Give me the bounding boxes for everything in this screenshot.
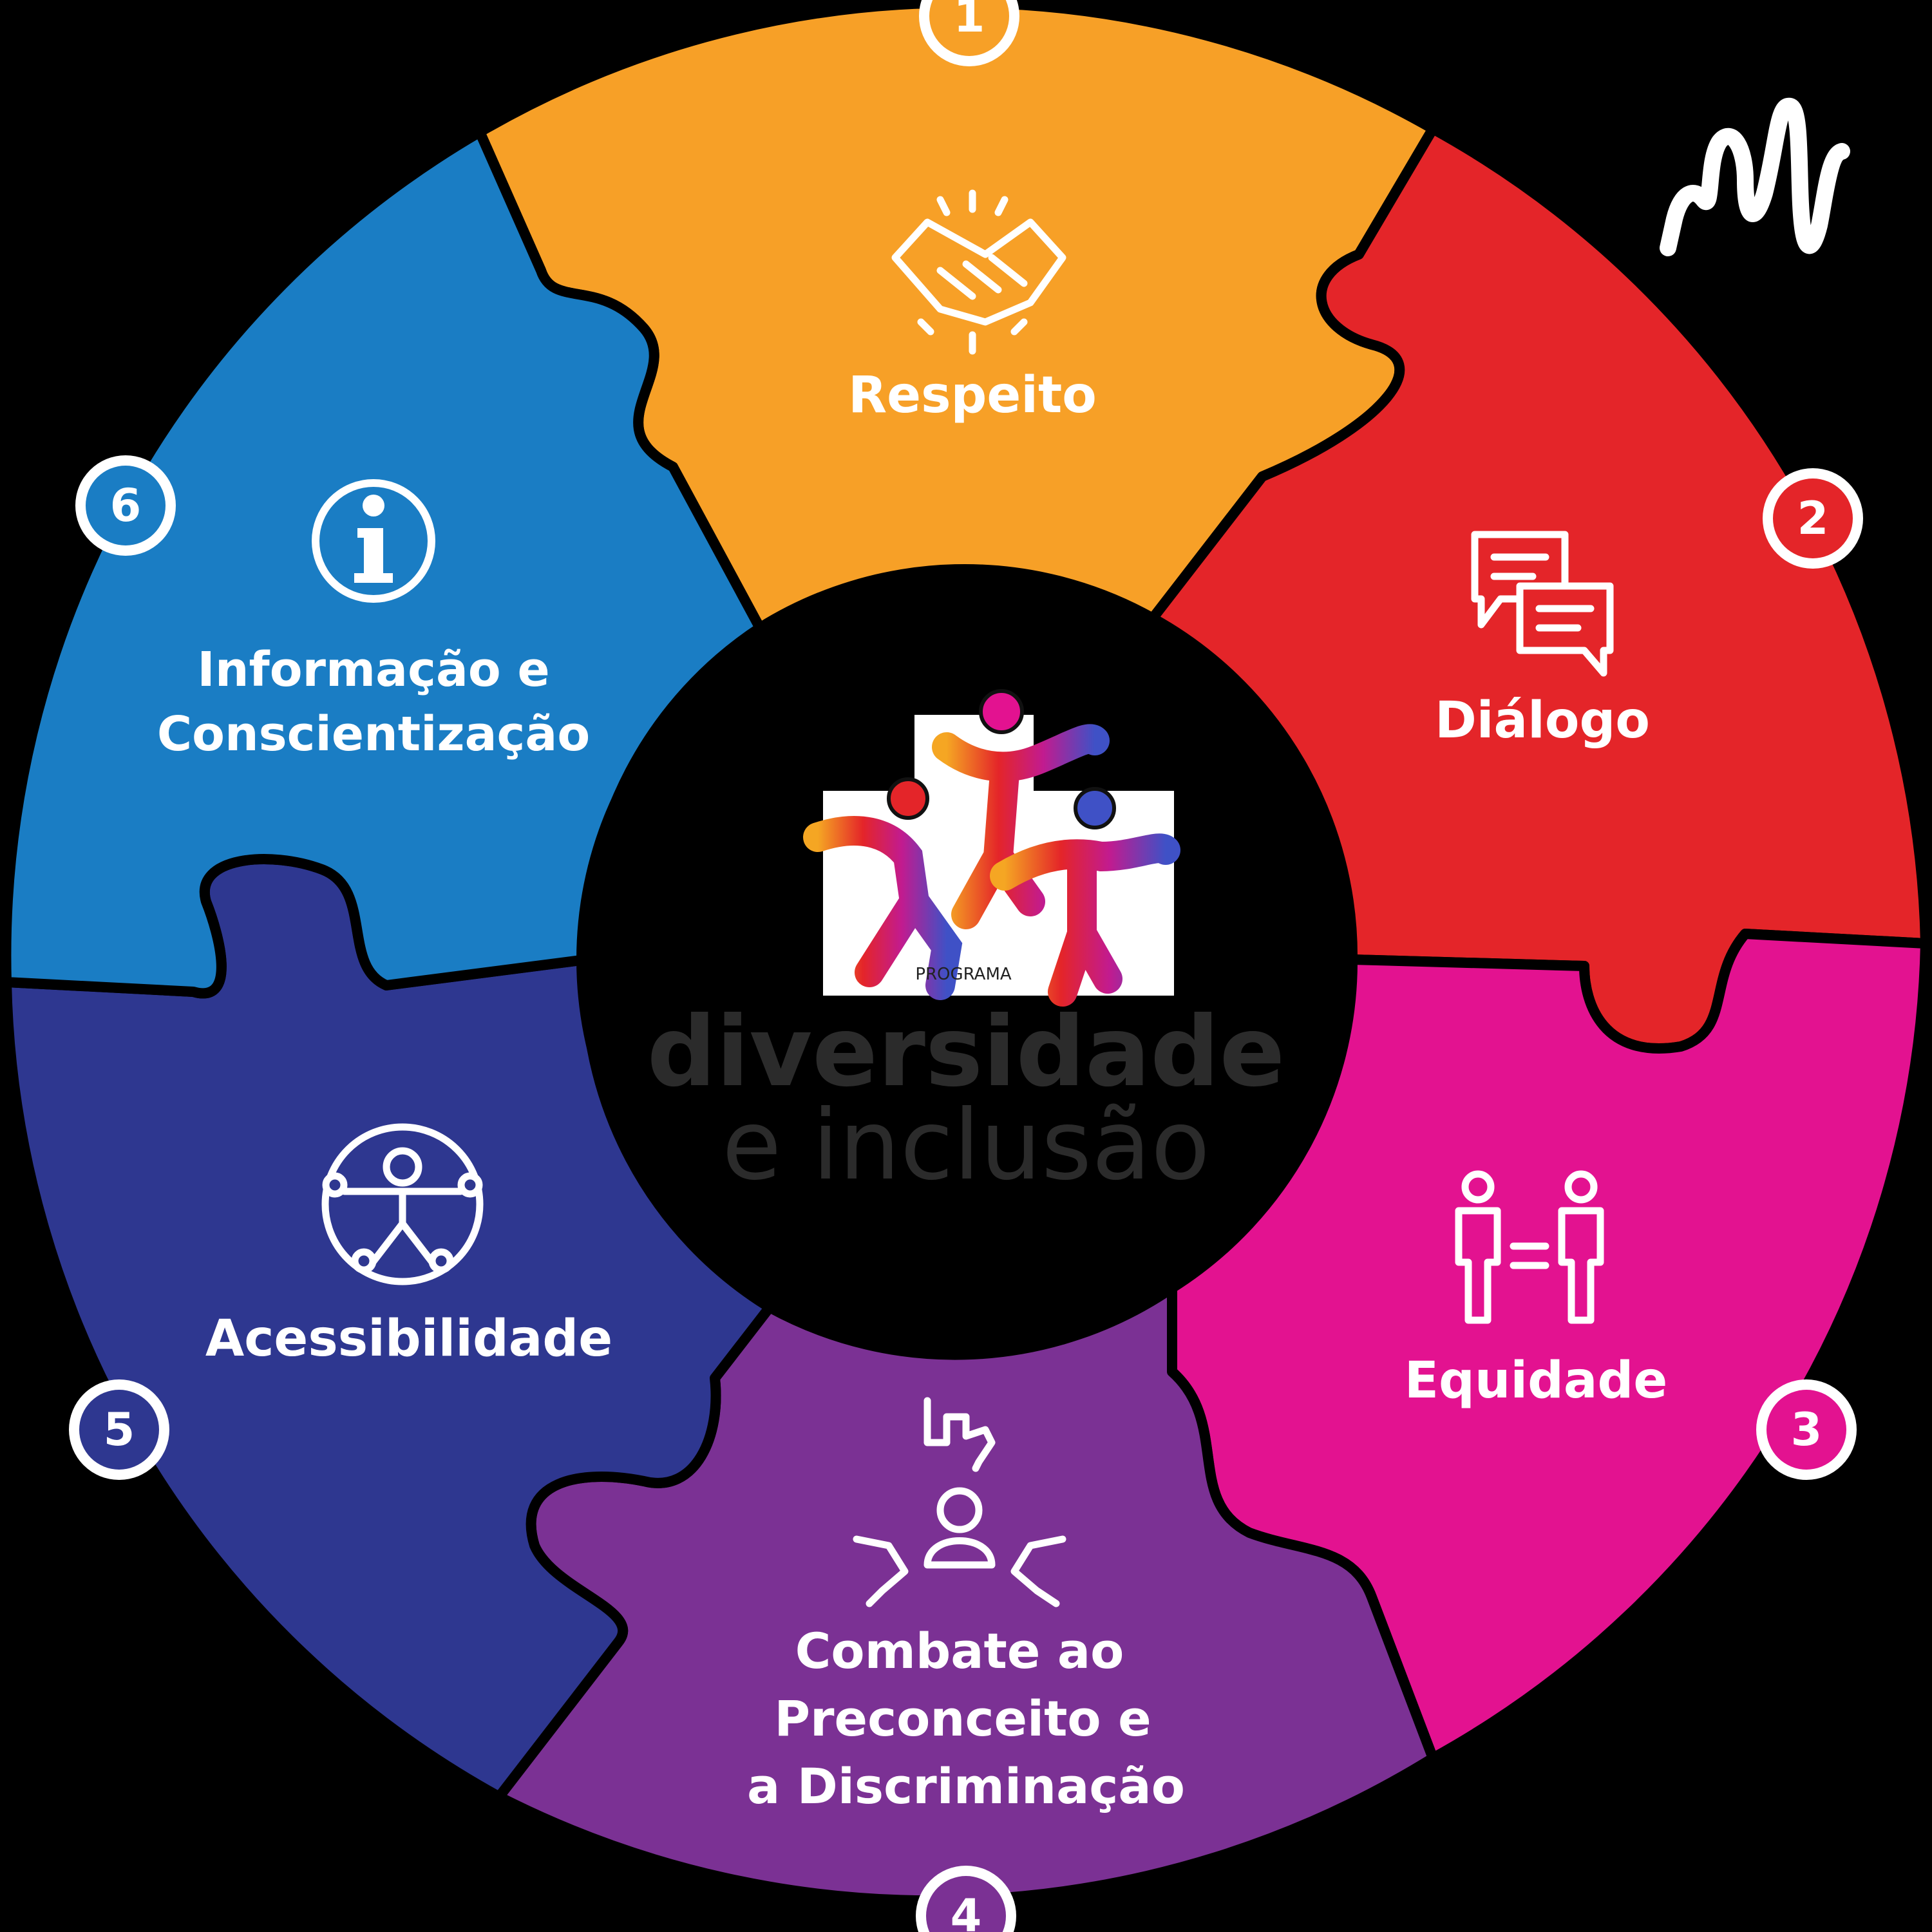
segment-informacao-content: Informação e Conscientização [157, 479, 590, 762]
podcast-waveform-icon [1660, 97, 1850, 256]
badge-1-number: 1 [954, 0, 985, 43]
badge-2: 2 [1763, 468, 1863, 569]
badge-5: 5 [69, 1379, 169, 1480]
segment-acessibilidade-label-0: Acessibilidade [205, 1310, 612, 1368]
segment-combate-label-0: Combate ao [795, 1622, 1124, 1680]
info-icon [312, 479, 435, 603]
handshake-icon [891, 189, 1066, 355]
segment-equidade-label-0: Equidade [1405, 1352, 1668, 1410]
segment-combate-content: Combate ao Preconceito e a Discriminação [747, 1397, 1185, 1815]
segment-combate-label-1: Preconceito e [774, 1690, 1151, 1747]
badge-6: 6 [75, 455, 176, 556]
segment-informacao-label-0: Informação e [197, 642, 549, 697]
people-figures-icon [803, 689, 1180, 1007]
pointing-hands-person-icon [853, 1397, 1066, 1607]
segment-equidade-content: Equidade [1405, 1170, 1668, 1410]
program-label: PROGRAMA [915, 965, 1012, 984]
program-logo: PROGRAMA diversidade e inclusão [647, 689, 1285, 1202]
chat-bubbles-icon [1471, 531, 1614, 677]
badge-4-number: 4 [951, 1889, 982, 1932]
brand-title-line1: diversidade [647, 996, 1285, 1108]
equality-people-icon [1455, 1170, 1604, 1324]
segment-acessibilidade-content: Acessibilidade [205, 1123, 612, 1368]
accessibility-icon [321, 1123, 484, 1285]
badge-5-number: 5 [104, 1403, 135, 1456]
segment-combate-label-2: a Discriminação [747, 1757, 1185, 1815]
segment-informacao-label-1: Conscientização [157, 706, 590, 762]
badge-4: 4 [916, 1866, 1016, 1932]
number-badges: 1 2 3 4 5 6 [69, 0, 1863, 1932]
segment-respeito-label-0: Respeito [848, 366, 1097, 424]
badge-2-number: 2 [1797, 492, 1829, 545]
segment-dialogo-label-0: Diálogo [1435, 692, 1650, 750]
segment-respeito-content: Respeito [848, 189, 1097, 424]
brand-title-line2: e inclusão [722, 1090, 1210, 1202]
badge-3-number: 3 [1791, 1403, 1823, 1456]
badge-6-number: 6 [110, 479, 142, 532]
badge-1: 1 [919, 0, 1019, 66]
segment-dialogo-content: Diálogo [1435, 531, 1650, 750]
badge-3: 3 [1756, 1379, 1857, 1480]
